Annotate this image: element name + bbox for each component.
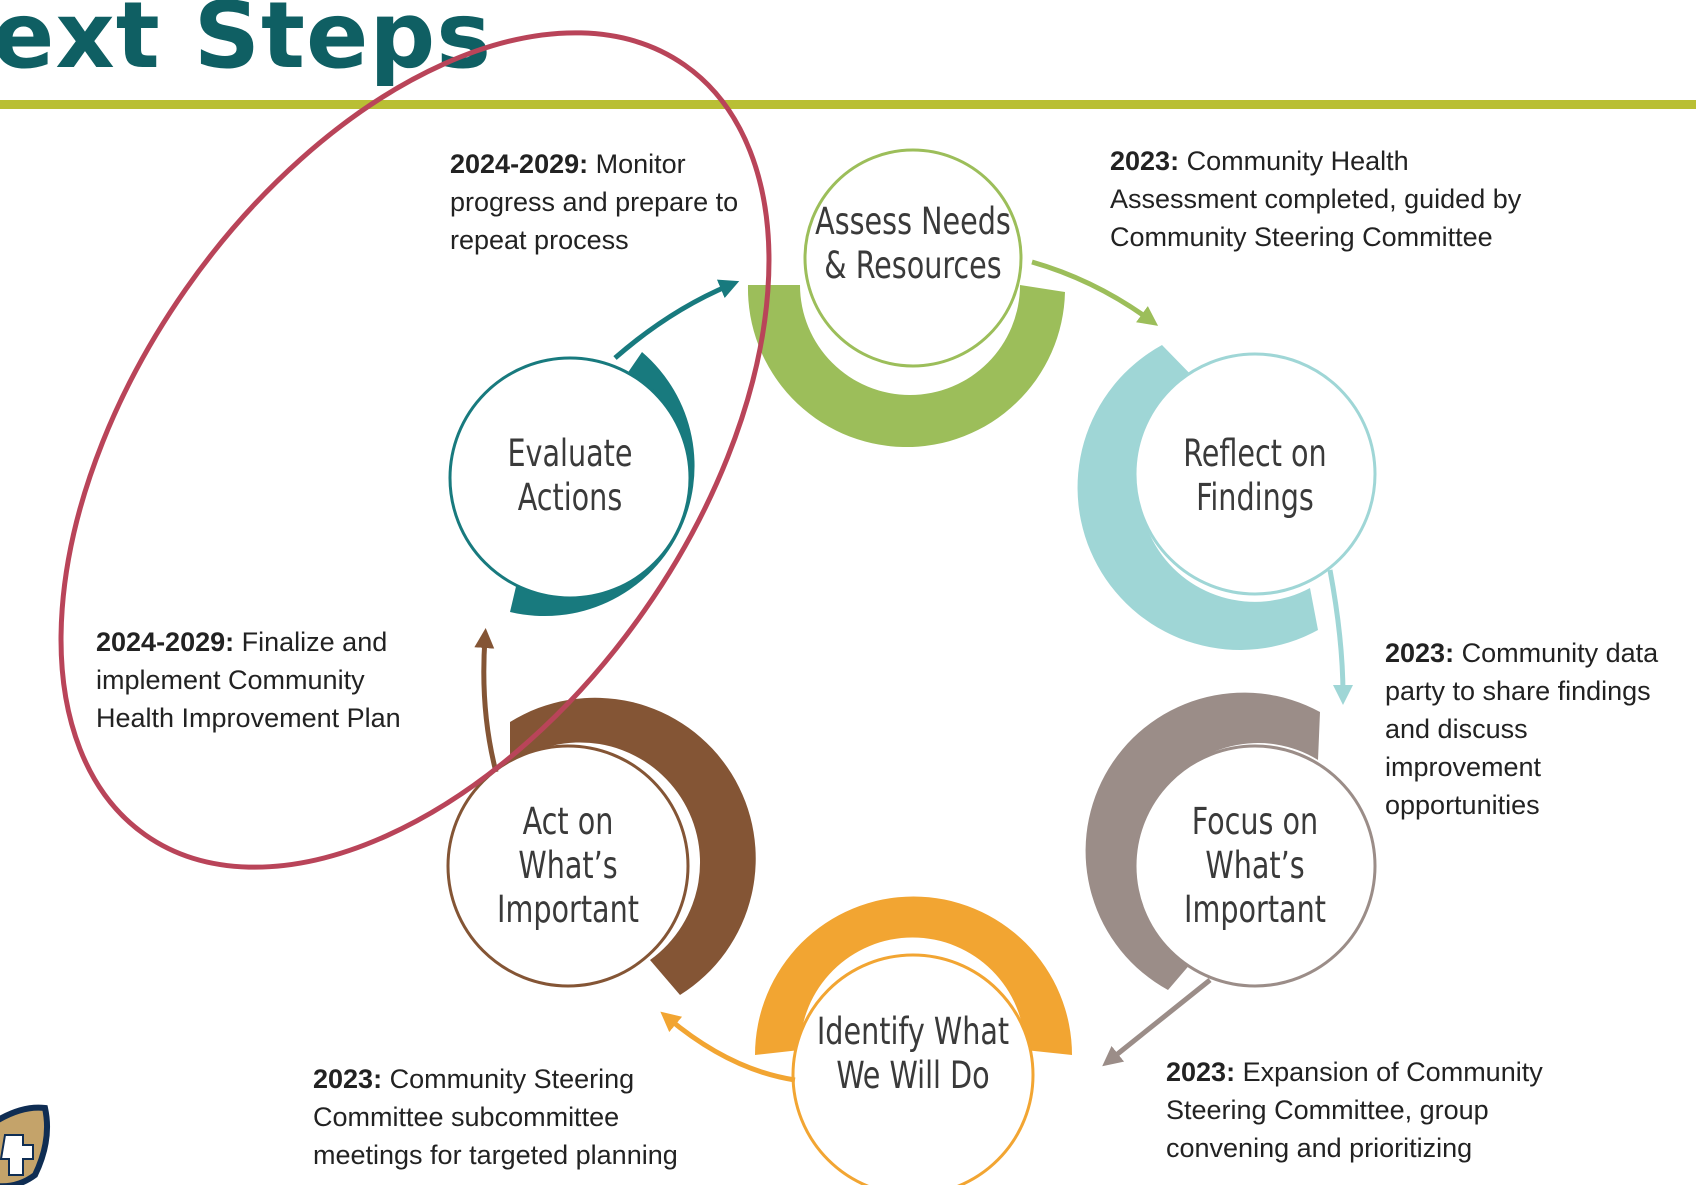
note-year: 2023:	[1385, 638, 1455, 668]
reflect-arrow	[1327, 569, 1353, 705]
note-text: Community Health Assessment completed, g…	[1110, 146, 1522, 252]
evaluate-circle	[448, 356, 692, 600]
stage-label-reflect: Reflect on Findings	[1183, 432, 1327, 519]
note-year: 2024-2029:	[450, 149, 589, 179]
logo-icon	[0, 1104, 50, 1185]
note-text: Community data party to share findings a…	[1385, 638, 1659, 820]
identify-circle	[791, 953, 1035, 1185]
title-divider	[0, 100, 1696, 109]
note-year: 2023:	[1110, 146, 1180, 176]
note-text: Monitor progress and prepare to repeat p…	[450, 149, 739, 255]
note-year: 2023:	[313, 1064, 383, 1094]
stage-label-identify: Identify What We Will Do	[816, 1010, 1010, 1097]
evaluate-arrow	[613, 279, 740, 360]
reflect-circle	[1133, 352, 1377, 596]
stage-label-act: Act on What’s Important	[497, 800, 639, 931]
stage-label-assess: Assess Needs & Resources	[815, 200, 1011, 287]
note-act: 2024-2029: Finalize and implement Commun…	[96, 623, 416, 737]
note-reflect: 2023: Community data party to share find…	[1385, 634, 1690, 824]
note-text: Community Steering Committee subcommitte…	[313, 1064, 678, 1170]
act-arrow	[474, 628, 499, 773]
stage-label-evaluate: Evaluate Actions	[507, 432, 633, 519]
assess-arrow	[1031, 259, 1159, 326]
page-title: ext Steps	[0, 0, 492, 89]
assess-arc	[747, 285, 1065, 448]
focus-circle	[1133, 744, 1377, 988]
note-focus: 2023: Expansion of Community Steering Co…	[1166, 1053, 1566, 1167]
note-assess: 2023: Community Health Assessment comple…	[1110, 142, 1550, 256]
note-year: 2023:	[1166, 1057, 1236, 1087]
identify-arrow	[660, 1011, 796, 1083]
note-text: Finalize and implement Community Health …	[96, 627, 401, 733]
focus-arrow	[1102, 978, 1212, 1067]
act-circle	[446, 744, 690, 988]
identify-arc	[755, 896, 1072, 1055]
stage-label-focus: Focus on What’s Important	[1184, 800, 1326, 931]
act-arc	[510, 697, 756, 995]
assess-circle	[803, 148, 1023, 368]
note-text: Expansion of Community Steering Committe…	[1166, 1057, 1543, 1163]
note-year: 2024-2029:	[96, 627, 235, 657]
note-identify: 2023: Community Steering Committee subco…	[313, 1060, 688, 1174]
highlight-oval	[58, 30, 772, 870]
reflect-arc	[1077, 345, 1318, 650]
note-evaluate: 2024-2029: Monitor progress and prepare …	[450, 145, 750, 259]
